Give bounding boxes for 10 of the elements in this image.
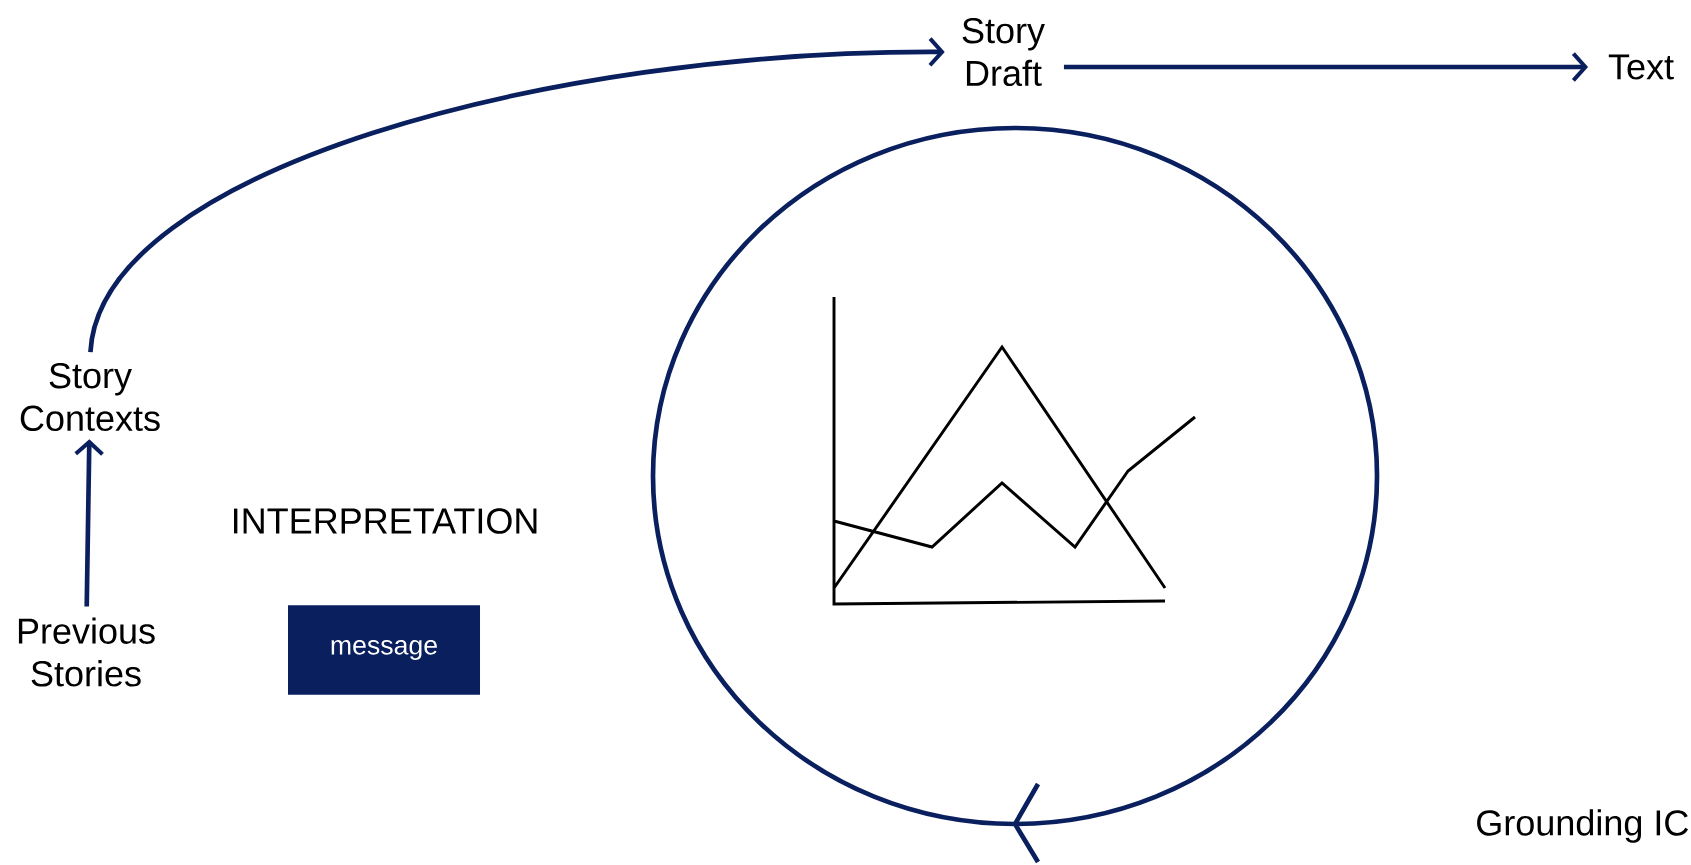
arrow bbox=[74, 439, 104, 607]
text-label: Grounding IC bbox=[1477, 809, 1688, 843]
arrow bbox=[88, 37, 945, 353]
node-label: Story Draft bbox=[962, 17, 1045, 87]
node-label: Text bbox=[1608, 54, 1674, 80]
node-label: Story Contexts bbox=[20, 362, 160, 432]
arrow bbox=[1063, 52, 1589, 82]
text-label: INTERPRETATION bbox=[234, 508, 537, 534]
node-label: Previous Stories bbox=[18, 617, 155, 687]
message-box: message bbox=[288, 605, 480, 695]
